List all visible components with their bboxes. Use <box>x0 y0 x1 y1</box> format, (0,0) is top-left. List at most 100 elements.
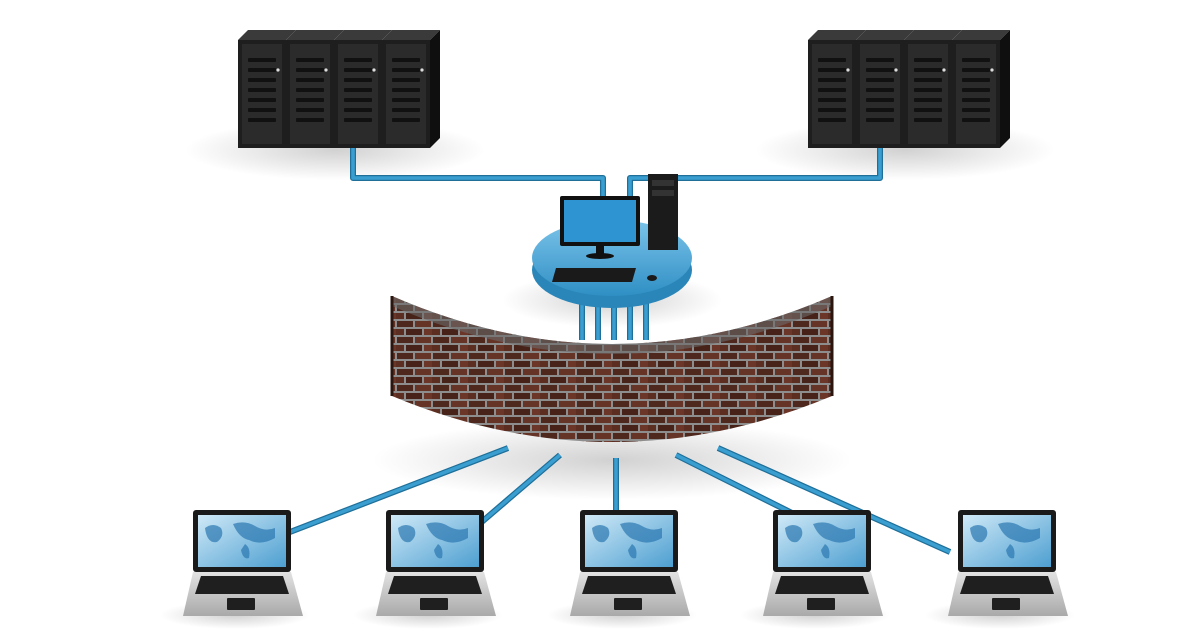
laptop-touchpad <box>614 598 642 610</box>
server-vent <box>248 98 276 102</box>
server-racks <box>238 30 1010 148</box>
world-map-icon <box>998 522 1040 543</box>
server-unit <box>856 30 914 148</box>
server-vent <box>392 68 420 72</box>
server-vent <box>818 98 846 102</box>
server-led <box>276 68 280 72</box>
monitor-neck <box>596 246 604 254</box>
server-vent <box>392 118 420 122</box>
laptop-2 <box>376 510 496 616</box>
server-rack-right <box>808 30 1010 148</box>
server-vent <box>344 98 372 102</box>
client-laptops <box>183 510 1068 616</box>
cable-right-server <box>628 148 882 210</box>
server-vent <box>296 88 324 92</box>
server-top <box>952 30 1010 40</box>
world-map-icon <box>398 525 416 543</box>
server-vent <box>392 58 420 62</box>
server-vent <box>344 88 372 92</box>
world-map-icon <box>233 522 275 543</box>
server-vent <box>914 88 942 92</box>
server-vent <box>296 68 324 72</box>
server-vent <box>392 108 420 112</box>
server-vent <box>248 68 276 72</box>
server-vent <box>866 108 894 112</box>
world-map-icon <box>241 544 250 559</box>
laptop-keyboard <box>388 576 482 594</box>
server-vent <box>344 58 372 62</box>
server-vent <box>248 118 276 122</box>
server-vent <box>914 98 942 102</box>
world-map-icon <box>821 544 830 559</box>
mouse <box>647 275 657 281</box>
server-vent <box>866 78 894 82</box>
server-led <box>324 68 328 72</box>
world-map-icon <box>970 525 988 543</box>
server-vent <box>392 78 420 82</box>
laptop-keyboard <box>195 576 289 594</box>
world-map-icon <box>592 525 610 543</box>
server-side <box>430 30 440 148</box>
server-vent <box>818 108 846 112</box>
server-unit <box>382 30 440 148</box>
server-unit <box>952 30 1010 148</box>
server-vent <box>344 118 372 122</box>
server-vent <box>818 78 846 82</box>
server-led <box>990 68 994 72</box>
cable-firewall-laptop-5 <box>717 446 951 554</box>
server-vent <box>866 118 894 122</box>
laptop-touchpad <box>992 598 1020 610</box>
keyboard <box>552 268 636 282</box>
admin-workstation <box>532 174 692 308</box>
laptop-keyboard <box>775 576 869 594</box>
server-vent <box>962 78 990 82</box>
world-map-icon <box>628 544 637 559</box>
server-vent <box>962 108 990 112</box>
monitor-foot <box>586 253 614 259</box>
server-vent <box>962 88 990 92</box>
laptop-keyboard <box>960 576 1054 594</box>
server-vent <box>296 118 324 122</box>
server-top <box>334 30 392 40</box>
server-vent <box>818 88 846 92</box>
server-vent <box>866 58 894 62</box>
server-vent <box>344 108 372 112</box>
server-rack-left <box>238 30 440 148</box>
server-led <box>942 68 946 72</box>
server-vent <box>962 98 990 102</box>
server-vent <box>392 98 420 102</box>
server-vent <box>248 78 276 82</box>
server-vent <box>914 68 942 72</box>
laptop-touchpad <box>807 598 835 610</box>
monitor-screen <box>564 200 636 242</box>
server-vent <box>818 68 846 72</box>
server-led <box>372 68 376 72</box>
server-unit <box>334 30 392 148</box>
server-unit <box>238 30 296 148</box>
server-vent <box>866 98 894 102</box>
world-map-icon <box>205 525 223 543</box>
laptop-keyboard <box>582 576 676 594</box>
laptop-touchpad <box>420 598 448 610</box>
server-led <box>420 68 424 72</box>
server-led <box>846 68 850 72</box>
server-unit <box>286 30 344 148</box>
laptop-3 <box>570 510 690 616</box>
server-vent <box>818 118 846 122</box>
world-map-icon <box>434 544 443 559</box>
cable-left-server <box>351 148 605 210</box>
server-top <box>856 30 914 40</box>
server-vent <box>866 88 894 92</box>
world-map-icon <box>785 525 803 543</box>
cable-firewall-laptop-2 <box>468 453 562 534</box>
server-vent <box>344 78 372 82</box>
tower-pc <box>648 174 678 250</box>
network-cables <box>288 148 952 555</box>
world-map-icon <box>1006 544 1015 559</box>
world-map-icon <box>620 522 662 543</box>
world-map-icon <box>813 522 855 543</box>
server-vent <box>296 78 324 82</box>
server-side <box>1000 30 1010 148</box>
server-vent <box>296 108 324 112</box>
